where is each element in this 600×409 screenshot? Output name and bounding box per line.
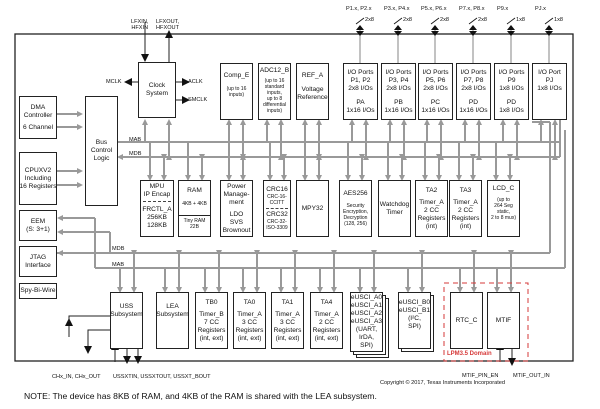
mdb-label-top: MDB <box>129 151 142 157</box>
rtc-c-block[interactable]: RTC_C <box>450 292 483 349</box>
clock-system-block[interactable]: Clock System <box>138 62 176 118</box>
eusci-b-block[interactable]: eUSCI_B0 eUSCI_B1 (I²C, SPI) <box>398 292 431 349</box>
bus-width-slash <box>393 17 403 25</box>
io-pin-label: P7.x, P8.x <box>459 6 485 12</box>
bidirectional-pin-arrow-icon <box>356 25 364 36</box>
aclk-label: ACLK <box>188 79 203 85</box>
clock-system-title: Clock System <box>146 82 168 97</box>
bus-width-slash <box>468 17 478 25</box>
cpu-block[interactable]: CPUXV2 Including 16 Registers <box>19 152 57 205</box>
comp-e-block[interactable]: Comp_E(up to 16 inputs) <box>220 63 253 120</box>
mtif-out-in-label: MTIF_OUT_IN <box>513 373 550 379</box>
adc12-b-block[interactable]: ADC12_B(up to 16 standard inputs, up to … <box>258 63 291 120</box>
io-pin-label: PJ.x <box>535 6 546 12</box>
watchdog-timer-block[interactable]: Watchdog Timer <box>378 180 411 237</box>
io-bus-width-label: 2x8 <box>403 17 413 23</box>
uss-subsystem-block[interactable]: USS Subsystem <box>110 292 143 349</box>
bidirectional-pin-arrow-icon <box>507 25 515 36</box>
jtag-interface-block[interactable]: JTAG Interface <box>19 246 57 277</box>
mclk-label: MCLK <box>106 79 122 85</box>
bus-width-slash <box>355 17 365 25</box>
spy-bi-wire-block[interactable]: Spy-Bi-Wire <box>19 283 57 299</box>
mpy32-block[interactable]: MPY32 <box>296 180 329 237</box>
bus-control-logic-block[interactable]: Bus Control Logic <box>85 96 118 206</box>
bidirectional-pin-arrow-icon <box>469 25 477 36</box>
mab-label-top: MAB <box>129 137 142 143</box>
mdb-label-bottom: MDB <box>112 246 125 252</box>
eusci-a-block[interactable]: eUSCI_A0 eUSCI_A1 eUSCI_A2 eUSCI_A3 (UAR… <box>350 292 383 352</box>
bidirectional-pin-arrow-icon <box>431 25 439 36</box>
bus-width-slash <box>506 17 516 25</box>
io-bus-width-label: 2x8 <box>440 17 450 23</box>
io-port-block[interactable]: I/O Port PJ 1x8 I/Os <box>532 63 567 120</box>
bidirectional-pin-arrow-icon <box>545 25 553 36</box>
chip-boundary <box>14 33 574 362</box>
io-pin-label: P5.x, P6.x <box>421 6 447 12</box>
clock-output-pins-label: LFXOUT, HFXOUT <box>156 19 179 32</box>
lea-subsystem-block[interactable]: LEA Subsystem <box>156 292 189 349</box>
lpm35-domain-label: LPM3.5 Domain <box>447 351 492 357</box>
io-bus-width-label: 2x8 <box>365 17 375 23</box>
io-pin-label: P1.x, P2.x <box>346 6 372 12</box>
bus-width-slash <box>430 17 440 25</box>
eem-block[interactable]: EEM (S: 3+1) <box>19 210 57 241</box>
lcd-c-block[interactable]: LCD_C(up to 264 Seg static, 2 to 8 mux) <box>487 180 520 237</box>
io-bus-width-label: 2x8 <box>478 17 488 23</box>
clock-input-pins-label: LFXIN, HFXIN <box>131 19 149 32</box>
chx-signals-label: CHx_IN, CHx_OUT <box>52 374 101 380</box>
io-pin-label: P3.x, P4.x <box>384 6 410 12</box>
bidirectional-pin-arrow-icon <box>394 25 402 36</box>
copyright-text: Copyright © 2017, Texas Instruments Inco… <box>380 380 505 386</box>
io-bus-width-label: 1x8 <box>516 17 526 23</box>
io-bus-width-label: 1x8 <box>554 17 564 23</box>
mtif-block[interactable]: MTIF <box>487 292 520 349</box>
mtif-pin-en-label: MTIF_PIN_EN <box>462 373 499 379</box>
ussxt-signals-label: USSXTIN, USSXTOUT, USSXT_BOUT <box>113 374 211 380</box>
mab-label-bottom: MAB <box>112 262 125 268</box>
io-pin-label: P9.x <box>497 6 509 12</box>
ram-note: NOTE: The device has 8KB of RAM, and 4KB… <box>24 391 377 401</box>
bus-width-slash <box>544 17 554 25</box>
smclk-label: SMCLK <box>188 97 208 103</box>
